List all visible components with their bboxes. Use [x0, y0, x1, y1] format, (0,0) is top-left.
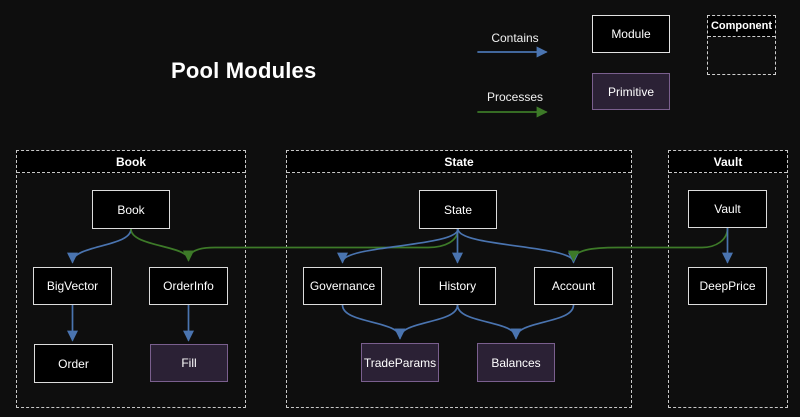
node-state: State — [419, 190, 497, 229]
diagram-title: Pool Modules — [171, 58, 317, 83]
node-book: Book — [92, 190, 170, 229]
node-fill: Fill — [150, 344, 228, 382]
legend-component-label: Component — [708, 16, 775, 37]
node-account: Account — [534, 267, 613, 305]
legend-primitive-sample: Primitive — [592, 73, 670, 110]
group-state-header: State — [287, 151, 631, 173]
node-governance: Governance — [303, 267, 382, 305]
node-bigvector: BigVector — [33, 267, 112, 305]
node-history: History — [419, 267, 496, 305]
group-book-header: Book — [17, 151, 245, 173]
group-state: State — [286, 150, 632, 408]
legend-component-sample: Component — [707, 15, 776, 75]
node-order: Order — [34, 344, 113, 383]
group-book: Book — [16, 150, 246, 408]
legend-module-sample: Module — [592, 15, 670, 53]
legend-module-label: Module — [611, 27, 651, 41]
group-vault-header: Vault — [669, 151, 787, 173]
node-vault: Vault — [688, 190, 767, 228]
legend-processes-label: Processes — [486, 90, 544, 104]
group-vault: Vault — [668, 150, 788, 408]
legend-primitive-label: Primitive — [607, 84, 654, 99]
node-tradeparams: TradeParams — [361, 343, 439, 382]
node-orderinfo: OrderInfo — [149, 267, 228, 305]
node-deepprice: DeepPrice — [688, 267, 767, 305]
node-balances: Balances — [477, 343, 555, 382]
legend-contains-label: Contains — [491, 31, 539, 45]
